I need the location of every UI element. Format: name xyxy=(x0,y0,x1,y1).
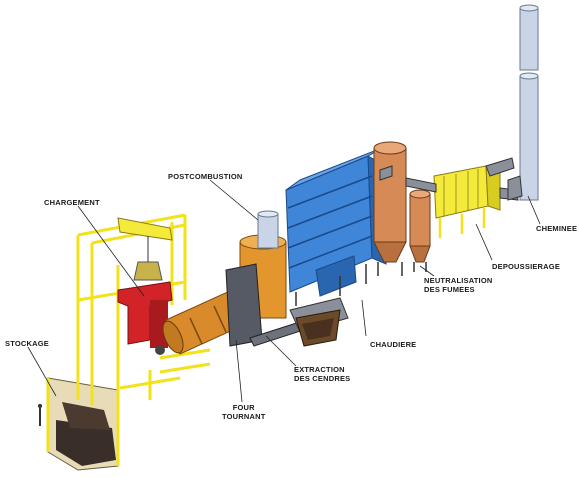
label-four-tournant: FOUR TOURNANT xyxy=(222,403,266,421)
label-extraction-cendres: EXTRACTION DES CENDRES xyxy=(294,365,351,383)
loading-hopper xyxy=(117,281,173,355)
leader-lines xyxy=(27,179,541,403)
boiler xyxy=(285,147,387,306)
ash-extraction xyxy=(249,297,349,347)
label-postcombustion: POSTCOMBUSTION xyxy=(168,172,243,181)
label-chaudiere: CHAUDIERE xyxy=(370,340,417,349)
label-neutralisation-fumees: NEUTRALISATION DES FUMEES xyxy=(424,276,493,294)
chimney-stack xyxy=(507,4,539,201)
flue-gas-neutralisation xyxy=(373,141,431,276)
label-stockage: STOCKAGE xyxy=(5,339,49,348)
label-chargement: CHARGEMENT xyxy=(44,198,100,207)
storage-pit xyxy=(38,377,120,471)
dust-removal-filter xyxy=(433,157,515,238)
label-cheminee: CHEMINEE xyxy=(536,224,578,233)
post-combustion-chamber xyxy=(225,210,287,347)
label-depoussierage: DEPOUSSIERAGE xyxy=(492,262,561,271)
crane-hoist xyxy=(117,217,173,281)
